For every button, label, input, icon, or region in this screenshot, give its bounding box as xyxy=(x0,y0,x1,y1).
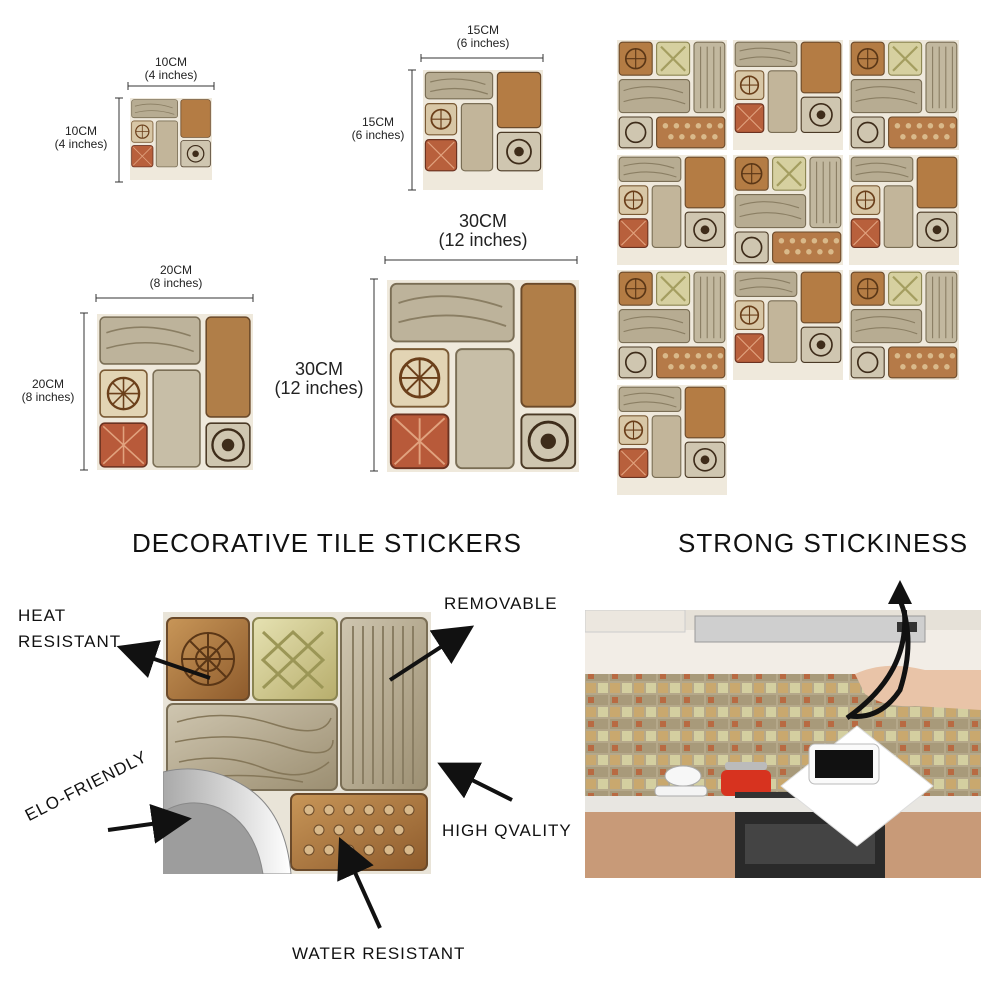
dim-30cm-width: 30CM(12 inches) xyxy=(438,211,528,250)
tile-pattern-a xyxy=(423,70,543,190)
tile-30cm xyxy=(387,280,579,472)
dim-15cm-width: 15CM(6 inches) xyxy=(456,23,510,50)
tile-pattern-feature xyxy=(163,612,431,874)
tile-grid-item xyxy=(733,155,843,265)
tile-pattern-a xyxy=(733,40,843,150)
tile-15cm xyxy=(423,70,543,190)
tile-grid-item xyxy=(617,155,727,265)
tile-pattern-a xyxy=(849,155,959,265)
dim-30cm-height: 30CM(12 inches) xyxy=(274,359,364,398)
feature-removable: REMOVABLE xyxy=(444,594,558,613)
tile-pattern-c xyxy=(733,155,843,265)
arrow-high-quality xyxy=(437,762,513,802)
feature-tile xyxy=(163,612,431,874)
tile-pattern-b xyxy=(387,280,579,472)
heading-decorative-tile-stickers: DECORATIVE TILE STICKERS xyxy=(132,528,523,558)
tile-grid-item xyxy=(617,40,727,150)
tile-pattern-b xyxy=(97,314,253,470)
tile-grid-item xyxy=(617,270,727,380)
tile-grid-item xyxy=(733,40,843,150)
tile-pattern-a xyxy=(130,98,212,180)
feature-water-resistant: WATER RESISTANT xyxy=(292,944,466,963)
dim-10cm-height: 10CM(4 inches) xyxy=(54,124,108,151)
feature-high-quality: HIGH QVALITY xyxy=(442,821,572,840)
heading-strong-stickiness: STRONG STICKINESS xyxy=(678,528,969,558)
kitchen-scene xyxy=(585,610,981,878)
tile-pattern-c xyxy=(849,40,959,150)
tile-pattern-c xyxy=(617,40,727,150)
dim-10cm-width: 10CM(4 inches) xyxy=(144,55,198,82)
feature-eco-friendly: ELO-FRIENDLY xyxy=(22,746,151,825)
tile-20cm xyxy=(97,314,253,470)
tile-grid-item xyxy=(849,270,959,380)
dim-20cm-width: 20CM(8 inches) xyxy=(149,263,203,290)
tile-10cm xyxy=(130,98,212,180)
tile-pattern-a xyxy=(617,385,727,495)
tile-grid-item xyxy=(733,270,843,380)
tile-pattern-c xyxy=(849,270,959,380)
tile-grid-item xyxy=(849,40,959,150)
tile-grid-item xyxy=(849,155,959,265)
tile-grid-item xyxy=(617,385,727,495)
tile-pattern-c xyxy=(617,270,727,380)
dim-15cm-height: 15CM(6 inches) xyxy=(351,115,405,142)
tile-pattern-a xyxy=(733,270,843,380)
dim-20cm-height: 20CM(8 inches) xyxy=(21,377,75,404)
kitchen-photo xyxy=(585,610,981,878)
tile-pattern-a xyxy=(617,155,727,265)
